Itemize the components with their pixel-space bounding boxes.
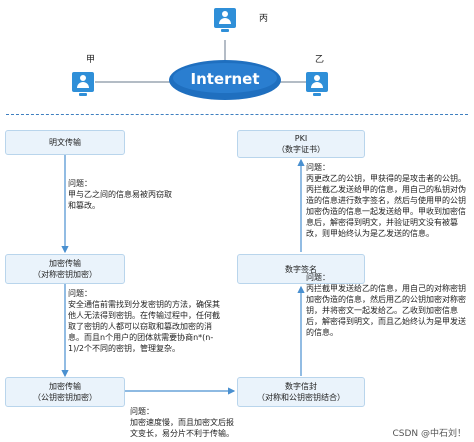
- note-signature: 问题： 丙更改乙的公钥，甲获得的是攻击者的公钥。丙拦截乙发送给甲的信息，用自己的…: [306, 162, 471, 239]
- internet-label: Internet: [190, 70, 260, 88]
- note-symmetric-title: 问题：: [68, 289, 92, 298]
- box-symmetric-line2: （对称密钥加密）: [33, 270, 97, 279]
- box-asymmetric-line1: 加密传输: [49, 382, 81, 391]
- box-signature: 数字签名: [237, 254, 365, 284]
- person-left-icon: [72, 72, 94, 96]
- note-asymmetric-title: 问题：: [130, 407, 154, 416]
- note-asymmetric: 问题： 加密速度慢，而且加密文后报文变长，易分片不利于传输。: [130, 406, 238, 439]
- network-lines: [95, 40, 310, 100]
- person-right-icon: [306, 72, 328, 96]
- box-plaintext: 明文传输: [5, 130, 125, 155]
- box-asymmetric-line2: （公钥密钥加密）: [33, 393, 97, 402]
- box-asymmetric: 加密传输 （公钥密钥加密）: [5, 377, 125, 407]
- note-symmetric: 问题： 安全通信前需找到分发密钥的方法，确保其他人无法得到密钥。在传输过程中，任…: [68, 288, 226, 354]
- person-top-icon: [214, 8, 236, 32]
- box-pki-line2: （数字证书）: [277, 145, 325, 154]
- note-signature-title: 问题：: [306, 163, 330, 172]
- dashed-separator: [6, 114, 468, 115]
- note-signature-body: 丙更改乙的公钥，甲获得的是攻击者的公钥。丙拦截乙发送给甲的信息，用自己的私钥对伪…: [306, 174, 466, 238]
- note-plaintext-title: 问题：: [68, 179, 92, 188]
- note-symmetric-body: 安全通信前需找到分发密钥的方法，确保其他人无法得到密钥。在传输过程中，任何截取了…: [68, 300, 220, 353]
- box-pki-line1: PKI: [294, 134, 308, 143]
- person-left-label: 甲: [86, 55, 96, 65]
- box-pki: PKI （数字证书）: [237, 130, 365, 158]
- watermark: CSDN @中石刘！: [392, 429, 466, 439]
- note-envelope: 问题： 丙拦截甲发送给乙的信息，用自己的对称密钥加密伪造的信息，然后用乙的公钥加…: [306, 272, 471, 338]
- note-envelope-title: 问题：: [306, 273, 330, 282]
- box-envelope-line1: 数字信封: [285, 382, 317, 391]
- box-envelope: 数字信封 （对称和公钥密钥结合）: [237, 377, 365, 407]
- note-asymmetric-body: 加密速度慢，而且加密文后报文变长，易分片不利于传输。: [130, 418, 234, 438]
- box-envelope-line2: （对称和公钥密钥结合）: [257, 393, 345, 402]
- note-plaintext-body: 甲与乙之间的信息易被丙窃取和篡改。: [68, 190, 172, 210]
- person-right-label: 乙: [315, 55, 325, 65]
- person-top-label: 丙: [259, 14, 269, 24]
- note-envelope-body: 丙拦截甲发送给乙的信息，用自己的对称密钥加密伪造的信息，然后用乙的公钥加密对称密…: [306, 284, 466, 337]
- box-symmetric: 加密传输 （对称密钥加密）: [5, 254, 125, 284]
- box-symmetric-line1: 加密传输: [49, 259, 81, 268]
- box-signature-label: 数字签名: [285, 264, 317, 274]
- box-plaintext-label: 明文传输: [49, 138, 81, 147]
- note-plaintext: 问题： 甲与乙之间的信息易被丙窃取和篡改。: [68, 178, 178, 211]
